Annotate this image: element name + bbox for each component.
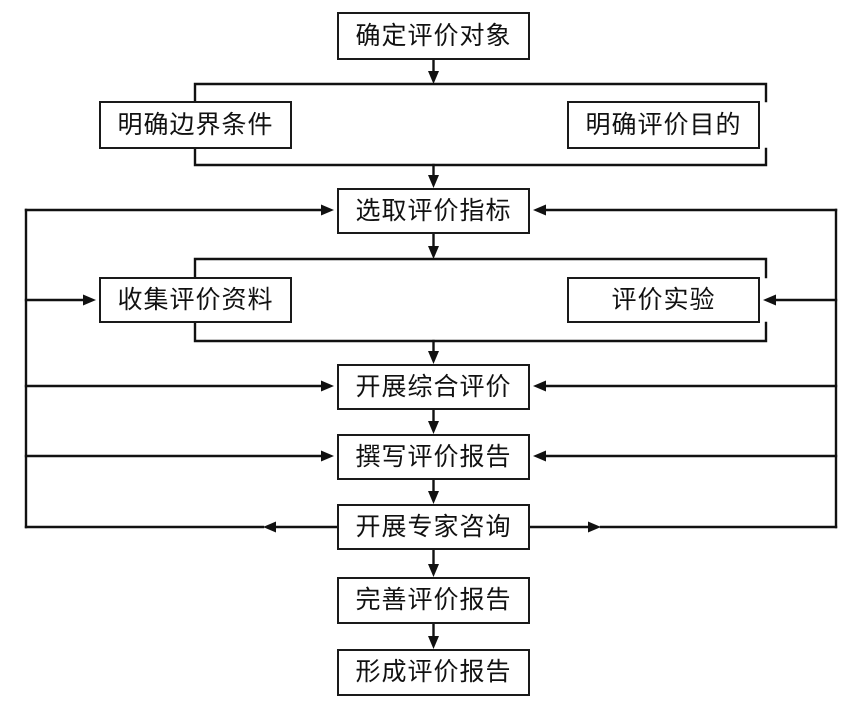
arrow-head-left-feedback-to-select-index bbox=[321, 204, 334, 216]
arrow-head-left-feedback-to-comprehensive bbox=[321, 380, 334, 392]
arrow-head-improve-to-form bbox=[428, 636, 439, 649]
node-evaluation-experiment[interactable]: 评价实验 bbox=[567, 277, 760, 323]
connector-expert-to-improve bbox=[428, 548, 439, 577]
node-improve-report[interactable]: 完善评价报告 bbox=[337, 577, 530, 624]
connector-improve-to-form bbox=[428, 622, 439, 649]
arrow-head-expert-to-improve bbox=[428, 564, 439, 577]
connector-split-bar-2 bbox=[193, 257, 768, 279]
connector-right-feedback-to-experiment bbox=[763, 294, 838, 306]
node-comprehensive-evaluation[interactable]: 开展综合评价 bbox=[337, 364, 530, 410]
connector-write-to-expert bbox=[428, 478, 439, 504]
node-clarify-boundary[interactable]: 明确边界条件 bbox=[99, 101, 292, 149]
node-label-determine-object: 确定评价对象 bbox=[355, 22, 512, 50]
connector-left-feedback-to-write-report bbox=[24, 450, 334, 462]
connector-object-to-split-bar bbox=[428, 58, 439, 84]
node-expert-consultation[interactable]: 开展专家咨询 bbox=[337, 504, 530, 550]
node-clarify-purpose[interactable]: 明确评价目的 bbox=[567, 101, 760, 149]
connector-merge-bar-2 bbox=[193, 321, 768, 343]
arrow-head-left-feedback-to-collect-data bbox=[83, 294, 96, 306]
connector-merge-to-comprehensive bbox=[428, 339, 439, 364]
arrow-head-object-to-split-bar bbox=[428, 71, 439, 84]
arrow-head-right-feedback-to-write-report bbox=[533, 450, 546, 462]
arrow-head-left-feedback-to-write-report bbox=[321, 450, 334, 462]
arrow-head-comprehensive-to-write bbox=[428, 421, 439, 434]
node-label-comprehensive-evaluation: 开展综合评价 bbox=[355, 373, 512, 401]
node-label-collect-data: 收集评价资料 bbox=[117, 286, 274, 314]
node-write-report[interactable]: 撰写评价报告 bbox=[337, 434, 530, 480]
arrow-head-select-index-to-split-bar-2 bbox=[428, 246, 439, 259]
node-label-write-report: 撰写评价报告 bbox=[355, 443, 512, 471]
connector-comprehensive-to-write bbox=[428, 408, 439, 434]
arrow-head-right-feedback-to-comprehensive bbox=[533, 380, 546, 392]
arrow-head-write-to-expert bbox=[428, 491, 439, 504]
connector-split-bar-1 bbox=[193, 82, 768, 103]
node-label-form-report: 形成评价报告 bbox=[355, 659, 512, 686]
arrow-head-merge-to-select-index bbox=[428, 175, 439, 188]
connector-right-feedback-to-write-report bbox=[533, 450, 838, 462]
node-label-clarify-boundary: 明确边界条件 bbox=[117, 111, 274, 139]
node-label-improve-report: 完善评价报告 bbox=[355, 587, 512, 614]
connector-right-feedback-to-comprehensive bbox=[533, 380, 838, 392]
connector-expert-to-right-trunk bbox=[528, 521, 601, 533]
node-select-index[interactable]: 选取评价指标 bbox=[337, 188, 530, 234]
connector-right-feedback-to-select-index bbox=[533, 204, 838, 216]
connector-left-feedback-to-comprehensive bbox=[24, 380, 334, 392]
node-label-evaluation-experiment: 评价实验 bbox=[611, 286, 716, 314]
arrow-head-merge-to-comprehensive bbox=[428, 351, 439, 364]
node-determine-object[interactable]: 确定评价对象 bbox=[337, 12, 530, 60]
node-label-clarify-purpose: 明确评价目的 bbox=[585, 111, 742, 139]
node-form-report[interactable]: 形成评价报告 bbox=[337, 649, 530, 696]
arrow-head-right-feedback-to-select-index bbox=[533, 204, 546, 216]
connector-select-index-to-split-bar-2 bbox=[428, 232, 439, 259]
connector-left-feedback-to-select-index bbox=[24, 204, 334, 216]
connector-merge-to-select-index bbox=[428, 163, 439, 188]
node-label-select-index: 选取评价指标 bbox=[355, 197, 512, 225]
arrow-head-expert-to-left-trunk bbox=[263, 521, 276, 533]
connector-merge-bar-1 bbox=[193, 147, 768, 167]
node-label-expert-consultation: 开展专家咨询 bbox=[355, 513, 512, 541]
arrow-head-expert-to-right-trunk bbox=[588, 521, 601, 533]
arrow-head-right-feedback-to-experiment bbox=[763, 294, 776, 306]
connector-left-feedback-to-collect-data bbox=[24, 294, 96, 306]
node-collect-data[interactable]: 收集评价资料 bbox=[99, 277, 292, 323]
connector-expert-to-left-trunk bbox=[263, 521, 339, 533]
